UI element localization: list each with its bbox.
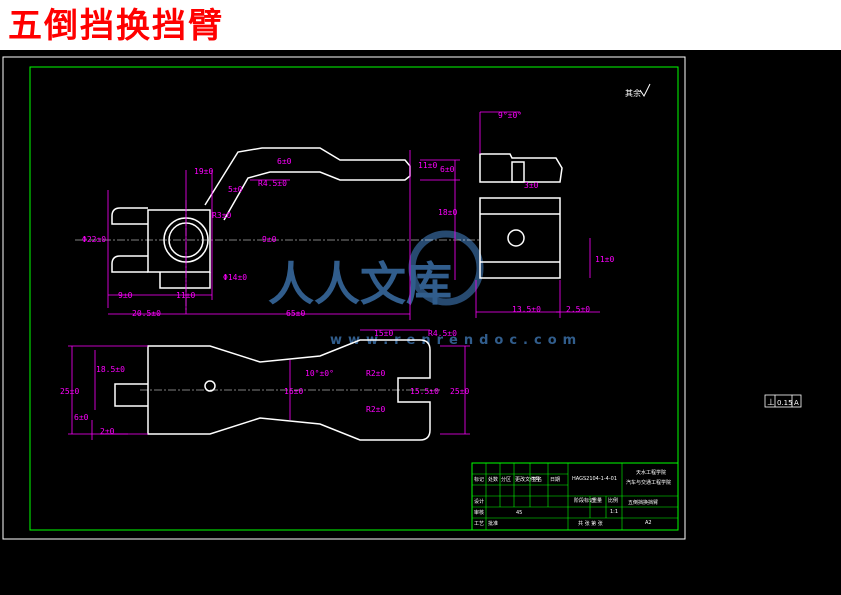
svg-text:天水工程学院: 天水工程学院 bbox=[636, 469, 666, 476]
svg-text:11±0: 11±0 bbox=[176, 291, 195, 300]
svg-text:签名: 签名 bbox=[532, 476, 542, 483]
lower-body bbox=[147, 339, 431, 441]
svg-text:R4.5±0: R4.5±0 bbox=[428, 329, 457, 338]
svg-text:共 张 第 张: 共 张 第 张 bbox=[578, 520, 603, 527]
svg-text:19±0: 19±0 bbox=[194, 167, 213, 176]
lower-view-dim-texts: 15±0 R4.5±0 18.5±0 10°±0° 16±0 R2±0 R2±0… bbox=[60, 329, 469, 436]
side-body bbox=[479, 197, 561, 279]
svg-text:A2: A2 bbox=[645, 520, 652, 526]
svg-text:20.5±0: 20.5±0 bbox=[132, 309, 161, 318]
svg-text:重量: 重量 bbox=[592, 497, 602, 504]
lower-hole bbox=[204, 380, 216, 392]
svg-text:R2±0: R2±0 bbox=[366, 405, 385, 414]
svg-text:HAGS2104-1-4-01: HAGS2104-1-4-01 bbox=[572, 476, 617, 482]
svg-text:65±0: 65±0 bbox=[286, 309, 305, 318]
side-key bbox=[511, 161, 525, 183]
svg-text:9±0: 9±0 bbox=[118, 291, 133, 300]
svg-text:审核: 审核 bbox=[474, 509, 484, 516]
svg-text:10°±0°: 10°±0° bbox=[305, 369, 334, 378]
svg-text:R4.5±0: R4.5±0 bbox=[258, 179, 287, 188]
side-hole bbox=[507, 229, 525, 247]
top-view-dims bbox=[107, 150, 460, 320]
svg-text:日期: 日期 bbox=[550, 477, 560, 483]
svg-text:0.15: 0.15 bbox=[777, 399, 793, 407]
svg-text:比例: 比例 bbox=[608, 497, 618, 504]
svg-text:6±0: 6±0 bbox=[440, 165, 455, 174]
svg-text:16±0: 16±0 bbox=[284, 387, 303, 396]
svg-text:2±0: 2±0 bbox=[100, 427, 115, 436]
hub-block bbox=[147, 209, 211, 273]
inner-border bbox=[29, 66, 679, 531]
svg-text:汽车与交通工程学院: 汽车与交通工程学院 bbox=[626, 479, 671, 486]
svg-text:25±0: 25±0 bbox=[450, 387, 469, 396]
roughness-symbol bbox=[639, 83, 651, 97]
svg-text:阶段标记: 阶段标记 bbox=[574, 497, 594, 504]
svg-text:9°±0°: 9°±0° bbox=[498, 111, 522, 120]
svg-text:9±0: 9±0 bbox=[262, 235, 277, 244]
svg-text:1:1: 1:1 bbox=[610, 509, 618, 515]
svg-text:11±0: 11±0 bbox=[418, 161, 437, 170]
svg-text:15.5±0: 15.5±0 bbox=[410, 387, 439, 396]
left-fork bbox=[111, 207, 148, 273]
svg-text:标记: 标记 bbox=[474, 476, 484, 483]
svg-text:⊥: ⊥ bbox=[767, 398, 775, 408]
svg-text:3±0: 3±0 bbox=[524, 181, 539, 190]
svg-text:18.5±0: 18.5±0 bbox=[96, 365, 125, 374]
outer-border bbox=[2, 56, 686, 540]
lower-view bbox=[114, 339, 431, 441]
svg-text:设计: 设计 bbox=[474, 498, 484, 505]
svg-text:45: 45 bbox=[516, 510, 522, 516]
watermark-url: www.renrendoc.com bbox=[330, 333, 582, 348]
top-view-dim-texts: 19±0 5±0 R4.5±0 6±0 11±0 6±0 18±0 R3±0 Φ… bbox=[82, 157, 457, 318]
side-view-dims bbox=[475, 111, 600, 318]
svg-text:15±0: 15±0 bbox=[374, 329, 393, 338]
title-block: HAGS2104-1-4-01 天水工程学院 汽车与交通工程学院 五倒挡换挡臂 … bbox=[471, 462, 679, 531]
svg-text:R3±0: R3±0 bbox=[212, 211, 231, 220]
svg-text:Φ22±0: Φ22±0 bbox=[82, 235, 106, 244]
arm-profile bbox=[204, 147, 411, 221]
lower-lug bbox=[159, 272, 211, 289]
svg-text:分区: 分区 bbox=[501, 476, 511, 483]
svg-text:A: A bbox=[794, 399, 799, 407]
svg-text:5±0: 5±0 bbox=[228, 185, 243, 194]
page-title: 五倒挡换挡臂 bbox=[8, 6, 224, 46]
drawing-canvas: 人人文库 www.renrendoc.com 其余 19±0 5±0 R4.5±… bbox=[0, 50, 841, 595]
lower-view-dims bbox=[68, 329, 470, 440]
svg-text:6±0: 6±0 bbox=[277, 157, 292, 166]
tolerance-frame: ⊥ 0.15 A bbox=[764, 394, 802, 408]
lower-left-tab bbox=[114, 383, 148, 407]
roughness-note: 其余 bbox=[625, 88, 641, 98]
svg-text:处数: 处数 bbox=[488, 476, 498, 483]
side-view bbox=[479, 153, 563, 279]
side-top bbox=[479, 153, 563, 183]
svg-text:更改文件号: 更改文件号 bbox=[515, 476, 540, 483]
svg-text:批准: 批准 bbox=[488, 520, 498, 527]
svg-text:R2±0: R2±0 bbox=[366, 369, 385, 378]
svg-text:18±0: 18±0 bbox=[438, 208, 457, 217]
watermark-text-cn: 人人文库 bbox=[268, 257, 452, 311]
svg-text:6±0: 6±0 bbox=[74, 413, 89, 422]
watermark: 人人文库 www.renrendoc.com bbox=[268, 230, 582, 348]
svg-text:工艺: 工艺 bbox=[474, 521, 484, 527]
svg-text:11±0: 11±0 bbox=[595, 255, 614, 264]
svg-text:2.5±0: 2.5±0 bbox=[566, 305, 590, 314]
side-view-dim-texts: 9°±0° 3±0 11±0 13.5±0 2.5±0 bbox=[498, 111, 614, 314]
svg-text:五倒挡换挡臂: 五倒挡换挡臂 bbox=[628, 499, 658, 506]
cad-drawing: 人人文库 www.renrendoc.com 其余 19±0 5±0 R4.5±… bbox=[2, 56, 802, 540]
svg-text:13.5±0: 13.5±0 bbox=[512, 305, 541, 314]
svg-text:25±0: 25±0 bbox=[60, 387, 79, 396]
svg-text:Φ14±0: Φ14±0 bbox=[223, 273, 247, 282]
